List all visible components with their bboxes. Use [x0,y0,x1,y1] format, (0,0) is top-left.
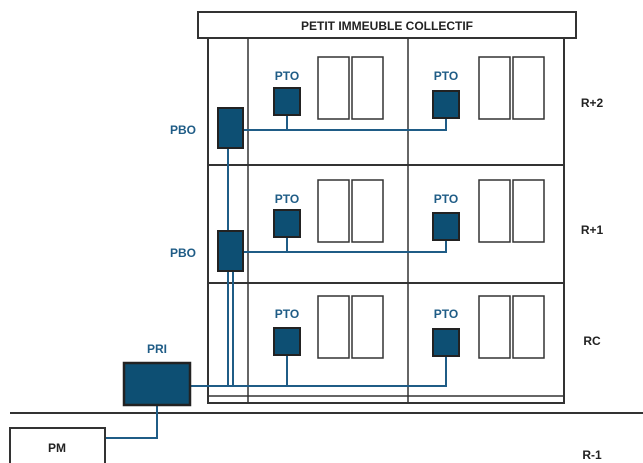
fiber-pri-rc [191,355,447,387]
pto-box-r2-right [432,90,460,119]
pto-box-rc-left [273,327,301,356]
floor-label-r-1: R-1 [582,448,602,462]
fiber-pbo-r2 [243,118,447,131]
pto-box-rc-right [432,328,460,357]
window-r2-right [478,56,545,120]
pbo-label-r1: PBO [170,246,196,260]
pto-box-r1-right [432,212,460,241]
fiber-pm-pri [105,405,158,439]
window-r1-left [317,179,384,243]
pbo-box-r1 [217,230,244,272]
window-r2-left [317,56,384,120]
pto-label-rc-right: PTO [434,307,458,321]
floor-label-r2: R+2 [581,96,604,110]
window-r1-right [478,179,545,243]
window-rc-left [317,295,384,359]
pm-box [9,427,106,463]
building-title: PETIT IMMEUBLE COLLECTIF [301,19,473,33]
pto-label-r1-left: PTO [275,192,299,206]
pto-label-r2-right: PTO [434,69,458,83]
pto-box-r2-left [273,87,301,116]
pbo-label-r2: PBO [170,123,196,137]
pto-label-r1-right: PTO [434,192,458,206]
window-rc-right [478,295,545,359]
pm-label: PM [48,441,66,455]
pri-label: PRI [147,342,167,356]
pri-box [122,361,192,407]
pto-label-rc-left: PTO [275,307,299,321]
floor-label-rc: RC [583,334,601,348]
pbo-box-r2 [217,107,244,149]
pto-box-r1-left [273,209,301,238]
fiber-pbo-r1 [243,240,447,253]
floor-label-r1: R+1 [581,223,604,237]
pto-label-r2-left: PTO [275,69,299,83]
